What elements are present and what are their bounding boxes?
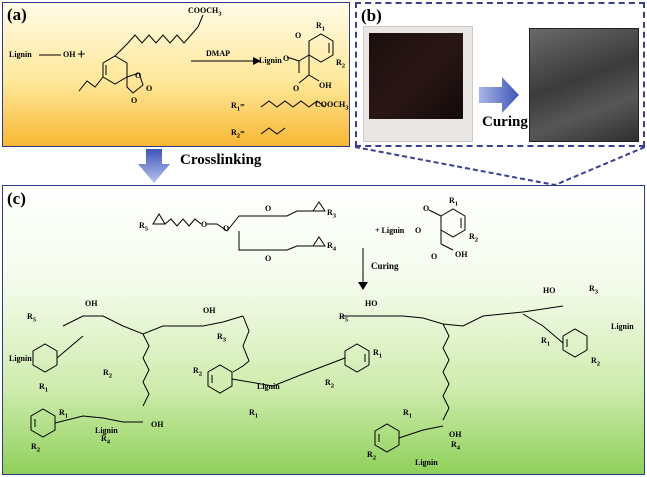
network-r2-5: R2 [31, 442, 41, 454]
long-chain [127, 14, 204, 44]
network-r3-1: R3 [217, 332, 227, 344]
carbonyl-o-top: O [423, 204, 430, 213]
plus-sign: + [77, 47, 86, 63]
r2-definition: R2= [231, 128, 245, 140]
network-r2-3: R2 [325, 378, 335, 390]
network-lignin-2: Lignin [257, 382, 280, 391]
anhydride-o2: O [146, 84, 153, 93]
network-r5-1: R5 [27, 312, 37, 324]
dark-film [369, 33, 463, 119]
network-oh-3: OH [151, 420, 164, 429]
network-oh-2: OH [203, 306, 216, 315]
anhydride-o3: O [131, 96, 138, 105]
panel-c-network: (c) R5 R3 R4 O O O O + Lignin O R1 R2 O … [2, 185, 645, 475]
network-ring-4 [562, 328, 588, 358]
network-lignin-4: Lignin [95, 426, 118, 435]
r5-top: R5 [139, 221, 149, 233]
network-r1-6: R1 [403, 408, 413, 420]
wavy-chain [164, 218, 202, 227]
ester-o-2: O [223, 224, 230, 233]
network-ring-5 [30, 408, 56, 438]
epoxide-r3 [312, 201, 326, 212]
network-r3-2: R3 [589, 284, 599, 296]
network-ring-6 [374, 423, 400, 453]
network-ring-3 [344, 343, 370, 373]
network-ring-1 [32, 343, 58, 373]
product-lignin: Lignin [259, 56, 282, 65]
network-r2-2: R2 [193, 366, 203, 378]
curing-arrow [479, 77, 519, 113]
network-r5-2: R5 [339, 312, 349, 324]
network-lignin-1: Lignin [9, 354, 32, 363]
network-lignin-5: Lignin [415, 458, 438, 467]
photo-after-curing [529, 28, 639, 142]
panel-a-label: (a) [7, 5, 27, 24]
cooch3-label: COOCH3 [188, 6, 222, 18]
r1-chain [260, 100, 326, 108]
r3-top: R3 [327, 208, 337, 220]
r1-definition: R1= [231, 101, 245, 113]
ester-o-3: O [265, 204, 272, 213]
network-ho-1: HO [365, 299, 378, 308]
curing-label-b: Curing [482, 114, 528, 130]
carbonyl-o: O [295, 31, 302, 40]
lignin-label: Lignin [9, 50, 32, 59]
lignin-o-top: O [415, 226, 422, 235]
photo-before-curing [363, 26, 473, 142]
network-r4-1: R4 [101, 434, 111, 446]
network-r1-2: R1 [249, 408, 259, 420]
panel-a-structures [39, 14, 334, 135]
r2-top: R2 [469, 232, 479, 244]
network-r1-5: R1 [59, 408, 69, 420]
product-o: O [283, 54, 290, 63]
network-oh-1: OH [85, 299, 98, 308]
epoxide-left [152, 213, 166, 225]
acid-oh-top: OH [455, 250, 468, 259]
panel-a-esterification: (a) Lignin OH + COOCH3 O O O DMAP Lignin… [2, 2, 350, 147]
product-r1: R1 [316, 21, 326, 33]
panel-c-structures [30, 201, 588, 453]
network-r1-3: R1 [373, 348, 383, 360]
ester-o-1: O [201, 220, 208, 229]
network-r1-4: R1 [541, 336, 551, 348]
product-r2: R2 [336, 58, 346, 70]
dmap-reagent: DMAP [206, 49, 230, 58]
network-lignin-3: Lignin [611, 322, 634, 331]
network-ho-2: HO [543, 286, 556, 295]
ester-o-4: O [265, 254, 272, 263]
curing-label-c: Curing [371, 261, 399, 271]
r1-top: R1 [449, 196, 459, 208]
crosslinking-label: Crosslinking [180, 152, 262, 168]
plus-lignin: + Lignin [375, 226, 405, 235]
acid-o-top: O [431, 252, 438, 261]
r4-top: R4 [327, 241, 337, 253]
r2-chain [260, 127, 286, 135]
network-ring-2 [207, 364, 233, 394]
acid-o: O [293, 84, 300, 93]
network-r2-4: R2 [591, 356, 601, 368]
oh-label: OH [63, 50, 76, 59]
propyl-chain [78, 76, 104, 92]
acid-oh: OH [319, 81, 332, 90]
anhydride-ring [102, 55, 128, 85]
panel-b-label: (b) [361, 6, 382, 25]
network-r1-1: R1 [39, 382, 49, 394]
network-r4-2: R4 [451, 440, 461, 452]
network-r2-1: R2 [103, 368, 113, 380]
panel-b-photos: (b) Curing [355, 2, 645, 147]
crosslinking-arrow [138, 149, 170, 183]
epoxide-r4 [312, 236, 326, 247]
network-oh-4: OH [449, 430, 462, 439]
anhydride-o1: O [135, 71, 142, 80]
panel-c-label: (c) [7, 189, 26, 208]
r1-cooch3: COOCH3 [315, 100, 349, 112]
network-r2-6: R2 [367, 450, 377, 462]
